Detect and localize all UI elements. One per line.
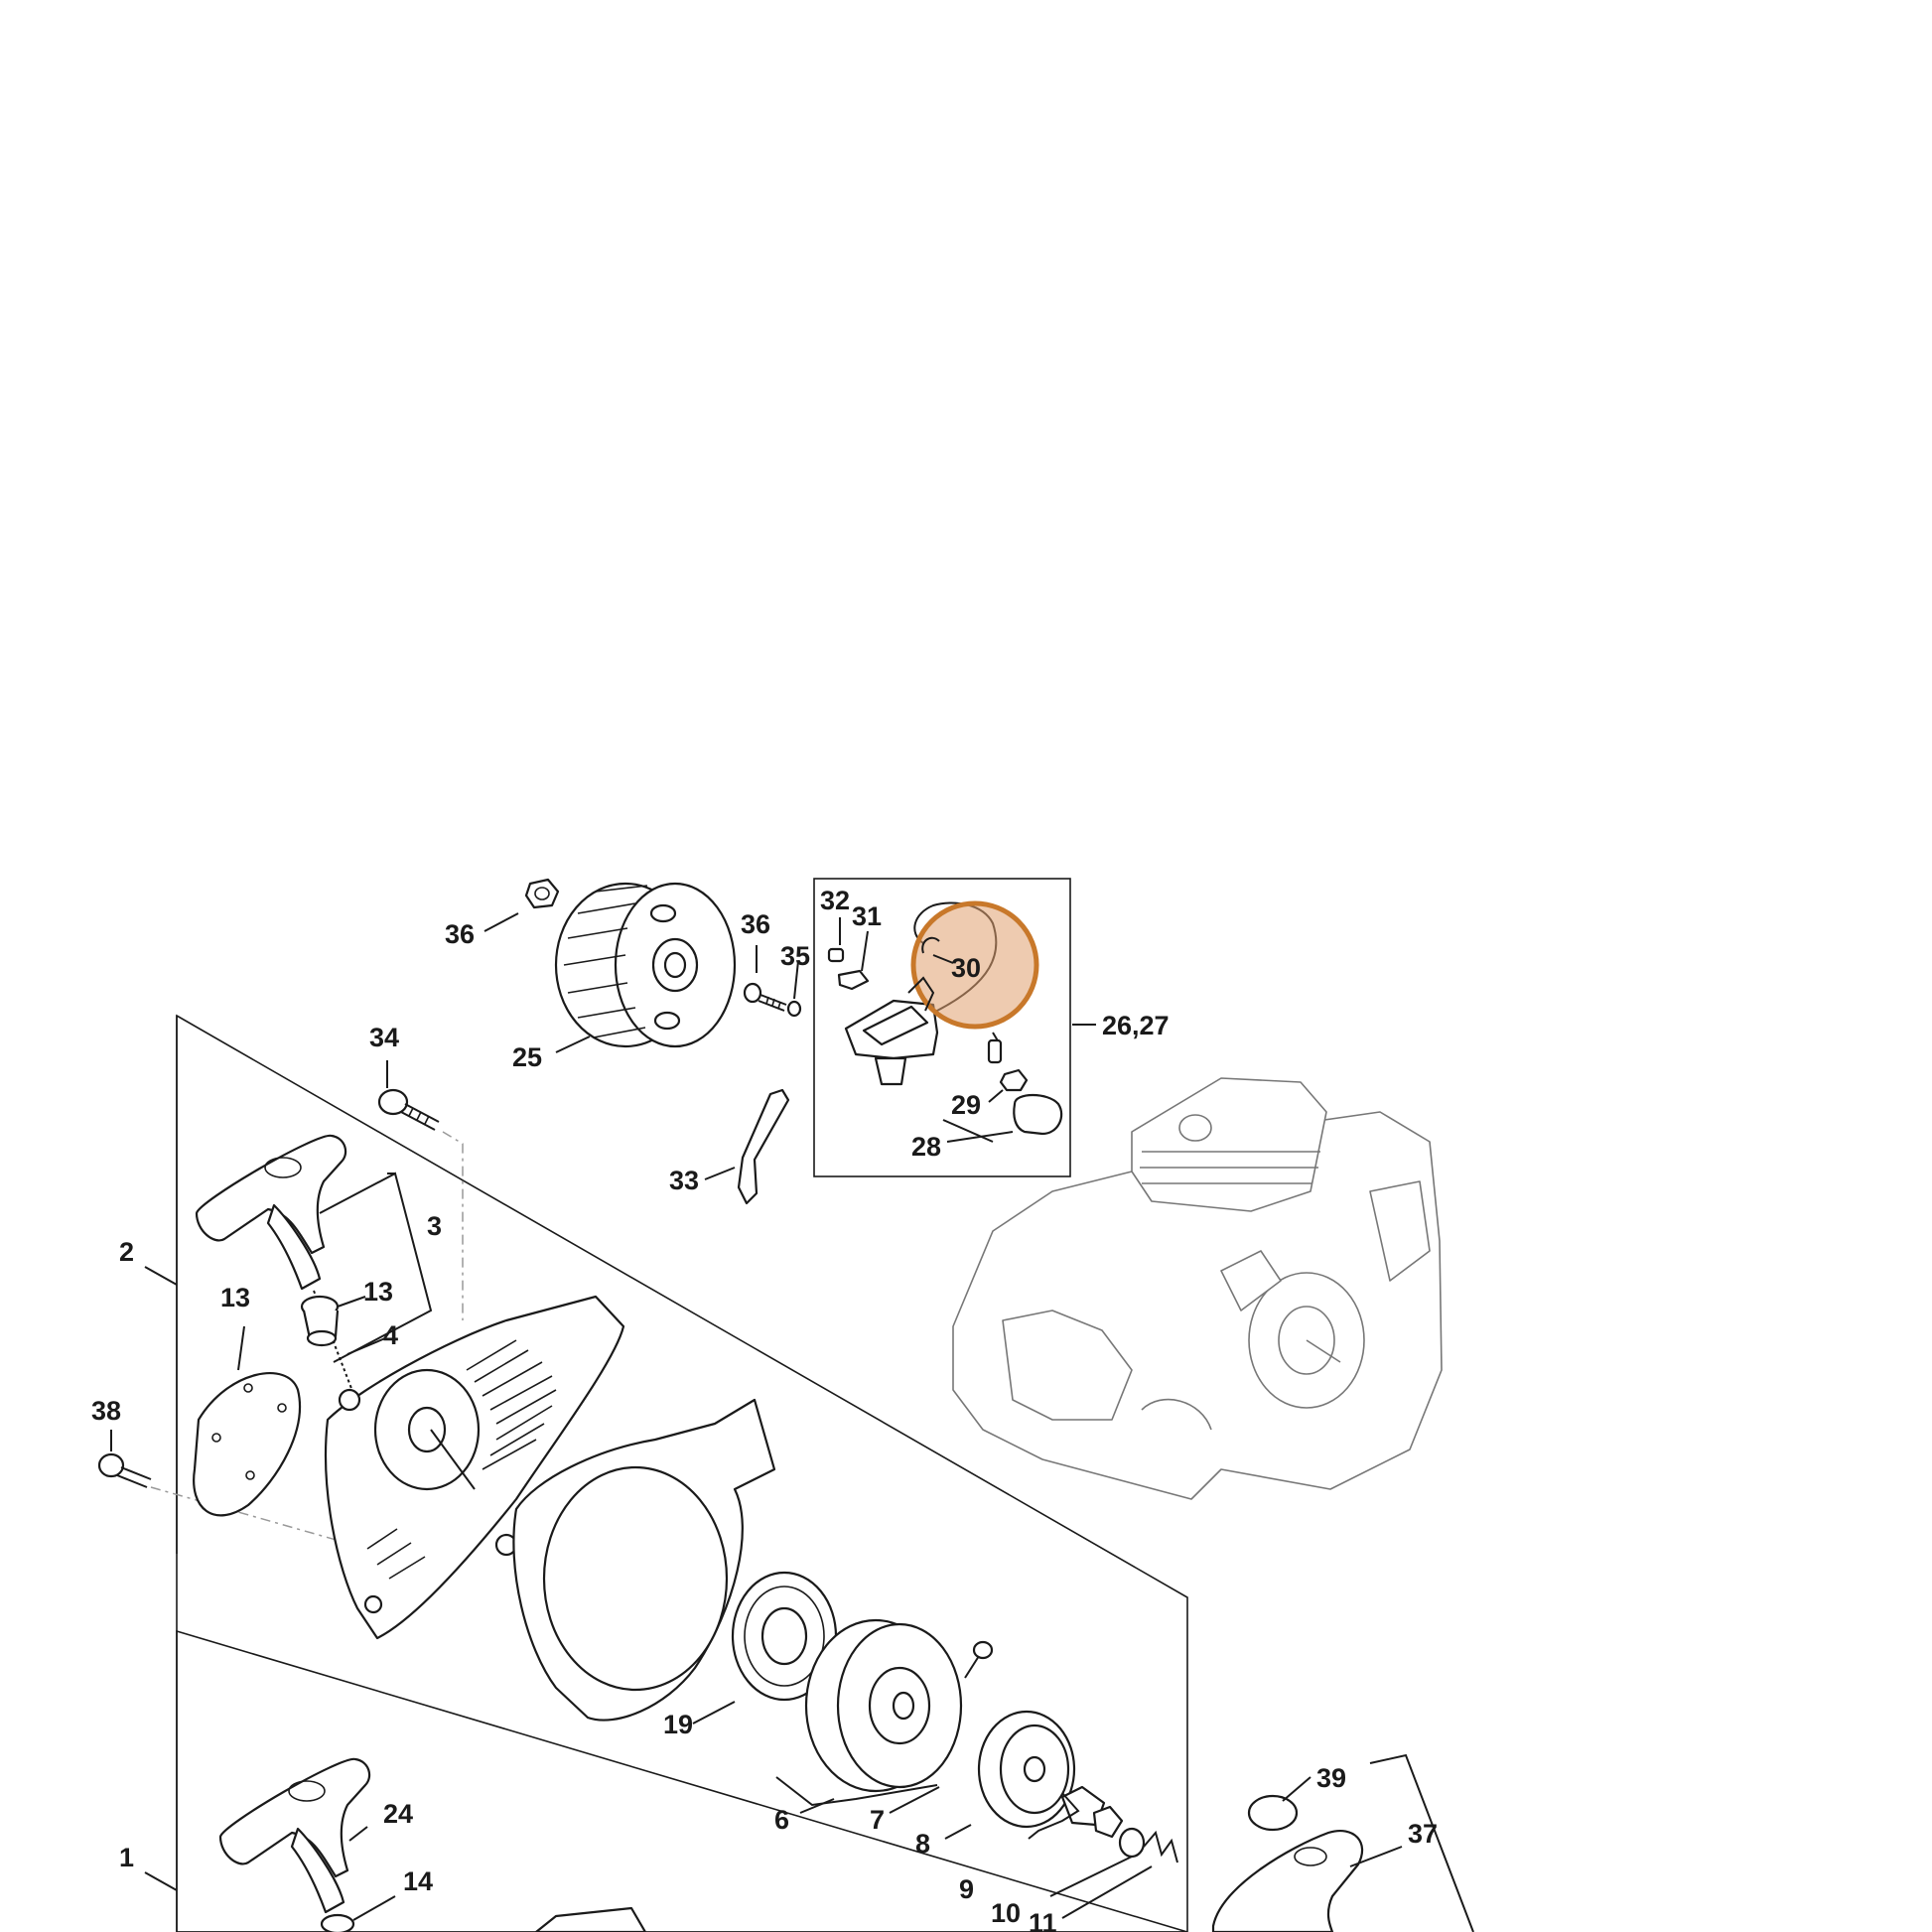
spring-clip-31 (837, 969, 870, 991)
ignition-module-kit-frame (813, 878, 1071, 1177)
callout-labels: 36 25 36 35 32 31 30 26,27 29 28 33 34 2… (91, 886, 1438, 1932)
screw-32 (827, 947, 845, 963)
starter-grip-19 (218, 1757, 371, 1914)
label-29: 29 (951, 1090, 981, 1120)
label-34: 35 (780, 941, 810, 971)
pawl-10 (1092, 1805, 1124, 1839)
highlight-item-30 (907, 900, 1039, 1030)
label-12: 13 (220, 1283, 250, 1312)
pawl-carrier-8 (977, 1710, 1076, 1829)
label-38: 37 (1408, 1819, 1438, 1849)
label-33: 33 (669, 1166, 699, 1195)
flywheel-nut (524, 878, 560, 909)
label-24: 25 (512, 1042, 542, 1072)
leader-lines (110, 912, 1474, 1932)
starter-assembly-frame (176, 1014, 1188, 1932)
rotor-screw (964, 1640, 994, 1679)
label-30: 30 (951, 953, 981, 983)
handle-38 (1211, 1830, 1364, 1932)
cap-39 (1247, 1794, 1299, 1832)
rope-rotor (804, 1618, 963, 1793)
fan-housing-2 (325, 1295, 625, 1640)
label-14: 19 (663, 1710, 693, 1739)
nut-29 (999, 1068, 1029, 1092)
engine-crankcase (952, 1077, 1443, 1500)
label-28: 28 (911, 1132, 941, 1162)
label-3: 3 (427, 1211, 442, 1241)
ignition-module (844, 901, 1003, 1086)
label-6: 6 (774, 1805, 789, 1835)
label-25: 36 (445, 919, 475, 949)
lower-assembly-frame (176, 1629, 1188, 1932)
rewind-spring-14 (731, 1571, 838, 1702)
plate-12 (193, 1372, 301, 1517)
washer-34 (786, 1000, 802, 1018)
label-19: 24 (383, 1799, 413, 1829)
label-1: 1 (119, 1843, 134, 1872)
label-39: 39 (1316, 1763, 1346, 1793)
grommet-13 (300, 1295, 340, 1347)
rewind-housing (512, 1398, 776, 1722)
label-26-27: 26,27 (1102, 1011, 1170, 1040)
lower-fan-housing-edge (534, 1906, 647, 1932)
centre-line-36 (442, 1131, 464, 1320)
label-13-upper: 13 (363, 1277, 393, 1307)
label-37: 38 (91, 1396, 121, 1426)
label-4: 4 (383, 1320, 398, 1350)
label-32: 32 (820, 886, 850, 915)
grommet-13-lower (320, 1913, 355, 1932)
label-36: 34 (369, 1023, 399, 1052)
flywheel (554, 882, 737, 1048)
label-13-lower: 14 (403, 1866, 433, 1896)
screw-35 (743, 982, 787, 1012)
label-35: 36 (741, 909, 770, 939)
label-2: 2 (119, 1237, 134, 1267)
label-9: 9 (959, 1874, 974, 1904)
screw-37 (97, 1452, 152, 1488)
label-10: 10 (991, 1898, 1021, 1928)
spark-plug-boot-28 (1013, 1093, 1063, 1136)
label-8: 8 (915, 1829, 930, 1859)
screw-36 (377, 1088, 440, 1131)
starter-grip-3 (195, 1134, 347, 1291)
bracket-33 (737, 1088, 790, 1205)
label-11: 11 (1029, 1908, 1057, 1932)
label-7: 7 (870, 1805, 885, 1835)
label-31: 31 (852, 901, 882, 931)
